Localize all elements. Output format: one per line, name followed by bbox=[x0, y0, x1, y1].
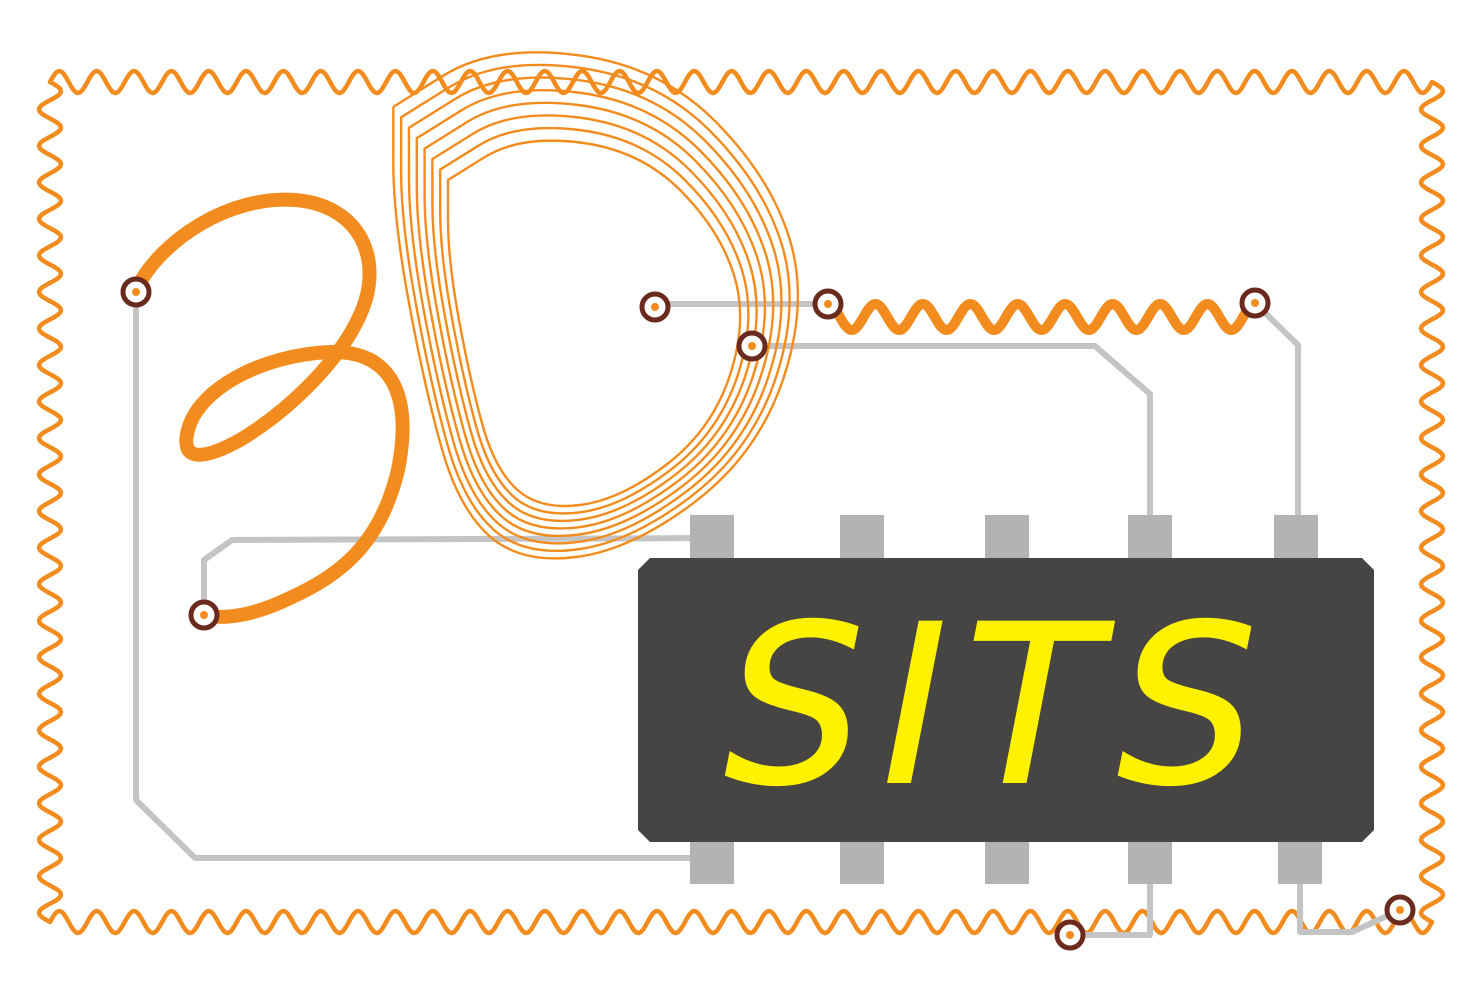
trace-bottom-pin5 bbox=[1297, 880, 1402, 935]
pad-bottom-3 bbox=[985, 840, 1029, 884]
trace-to-pin5 bbox=[1252, 300, 1301, 520]
chip-label: SITS bbox=[725, 578, 1276, 834]
coil-loop bbox=[423, 101, 767, 530]
trace-bottom-pin4 bbox=[1070, 880, 1153, 938]
trace-to-pin4 bbox=[752, 343, 1153, 520]
via-dot bbox=[1251, 299, 1259, 307]
pad-top-3 bbox=[985, 515, 1029, 561]
coil-loop bbox=[407, 76, 783, 545]
coil-loop bbox=[431, 114, 758, 523]
trace-upper-left bbox=[201, 535, 713, 613]
via-dot bbox=[200, 611, 208, 619]
pad-bottom-2 bbox=[840, 840, 884, 884]
pad-top-1 bbox=[690, 515, 734, 561]
via-dot bbox=[651, 303, 659, 311]
coil-loop bbox=[438, 126, 750, 515]
via-dot bbox=[1396, 906, 1404, 914]
via-dot bbox=[1066, 931, 1074, 939]
pad-top-4 bbox=[1128, 515, 1172, 561]
digit-three-stroke bbox=[129, 192, 410, 624]
pad-bottom-4 bbox=[1128, 840, 1172, 884]
chip-pads bbox=[690, 515, 1322, 884]
stamp-border bbox=[36, 68, 1446, 936]
via-inner-dots bbox=[132, 288, 1404, 939]
serpentine-trace bbox=[823, 298, 1260, 336]
coil-loop bbox=[415, 88, 775, 538]
coil-loop bbox=[392, 51, 800, 560]
circuit-traces bbox=[133, 292, 1402, 938]
trace-left-loop bbox=[133, 292, 710, 861]
pad-top-2 bbox=[840, 515, 884, 561]
via-dot bbox=[824, 300, 832, 308]
via-dot bbox=[748, 342, 756, 350]
chip-body bbox=[638, 558, 1374, 842]
coil-d-shape bbox=[392, 51, 800, 560]
pad-bottom-1 bbox=[690, 840, 734, 884]
pad-top-5 bbox=[1274, 515, 1318, 561]
via-dot bbox=[132, 288, 140, 296]
pad-bottom-5 bbox=[1278, 840, 1322, 884]
coil-loop bbox=[446, 139, 742, 508]
coil-loop bbox=[399, 63, 791, 553]
